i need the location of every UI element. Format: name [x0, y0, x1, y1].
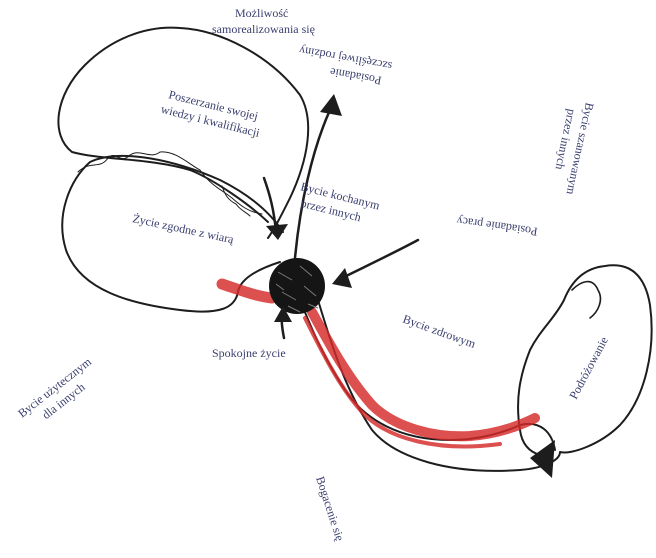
central-node [269, 258, 325, 314]
label-self-realization-1: Możliwość [235, 6, 288, 20]
label-self-realization-2: samorealizowania się [212, 22, 315, 36]
label-calm: Spokojne życie [212, 346, 286, 360]
